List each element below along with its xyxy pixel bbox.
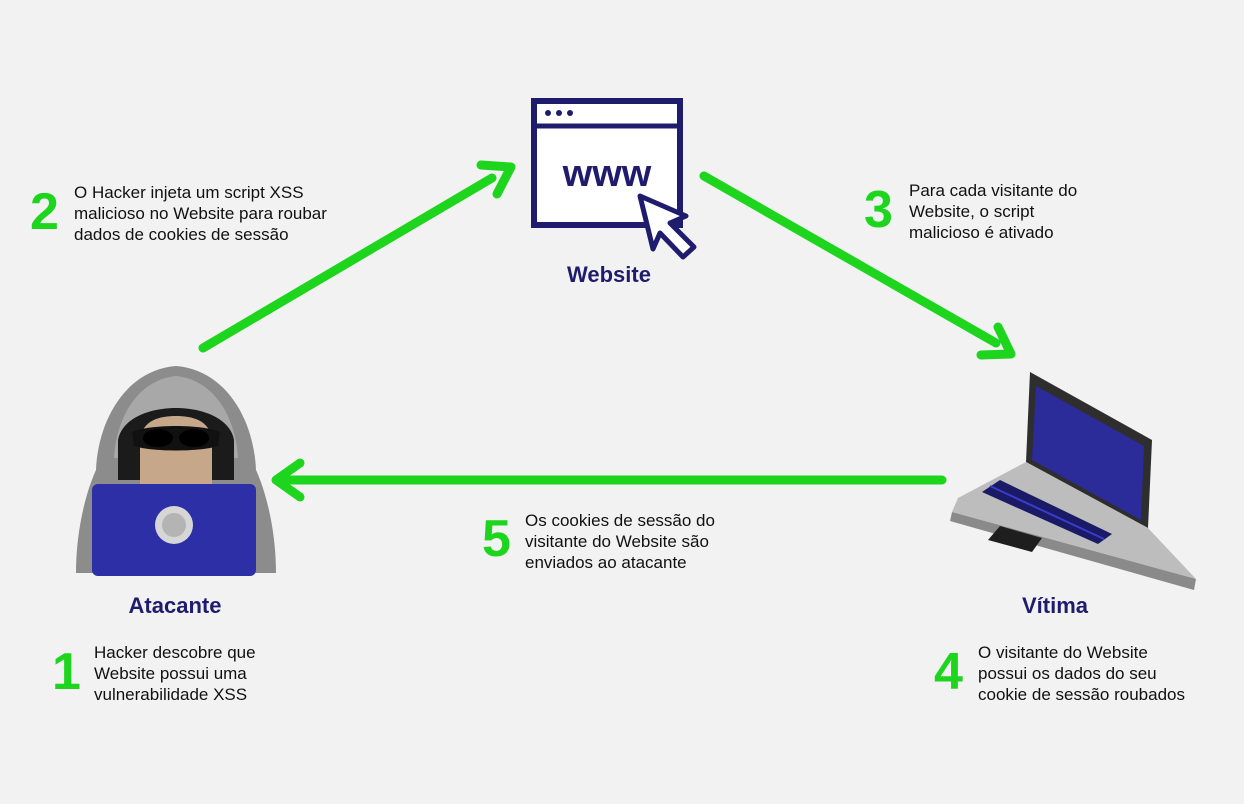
arrow-website-to-victim: [699, 171, 1016, 360]
step-1-line-2: Website possui uma: [94, 664, 247, 683]
arrow-victim-to-attacker: [271, 458, 947, 502]
step-2-text: O Hacker injeta um script XSS malicioso …: [74, 182, 327, 245]
attacker-label: Atacante: [128, 593, 222, 618]
step-4-line-1: O visitante do Website: [978, 643, 1148, 662]
step-5-number: 5: [482, 510, 511, 568]
step-1-text: Hacker descobre que Website possui uma v…: [94, 642, 256, 705]
step-3-line-2: Website, o script: [909, 202, 1035, 221]
step-3-line-1: Para cada visitante do: [909, 181, 1078, 200]
step-4-line-2: possui os dados do seu: [978, 664, 1157, 683]
step-5-line-3: enviados ao atacante: [525, 553, 687, 572]
step-1-line-1: Hacker descobre que: [94, 643, 256, 662]
step-3-line-3: malicioso é ativado: [909, 223, 1054, 242]
www-icon-text: www: [562, 153, 652, 195]
step-4-line-3: cookie de sessão roubados: [978, 685, 1185, 704]
step-3-number: 3: [864, 181, 893, 239]
step-1-line-3: vulnerabilidade XSS: [94, 685, 248, 704]
step-5-text: Os cookies de sessão do visitante do Web…: [525, 510, 715, 573]
laptop-icon: [950, 372, 1196, 590]
hacker-icon: [76, 366, 276, 576]
step-3-text: Para cada visitante do Website, o script…: [909, 180, 1077, 243]
step-4-text: O visitante do Website possui os dados d…: [978, 642, 1185, 705]
step-4-number: 4: [934, 643, 963, 701]
website-label: Website: [567, 262, 651, 287]
step-2-line-2: malicioso no Website para roubar: [74, 204, 327, 223]
victim-label: Vítima: [1021, 593, 1089, 618]
step-2-number: 2: [30, 183, 59, 241]
step-2-line-1: O Hacker injeta um script XSS: [74, 183, 304, 202]
step-1-number: 1: [52, 643, 81, 701]
cursor-icon: [637, 193, 697, 260]
step-5-line-1: Os cookies de sessão do: [525, 511, 715, 530]
step-2-line-3: dados de cookies de sessão: [74, 225, 289, 244]
arrow-attacker-to-website: [198, 160, 516, 353]
step-5-line-2: visitante do Website são: [525, 532, 709, 551]
